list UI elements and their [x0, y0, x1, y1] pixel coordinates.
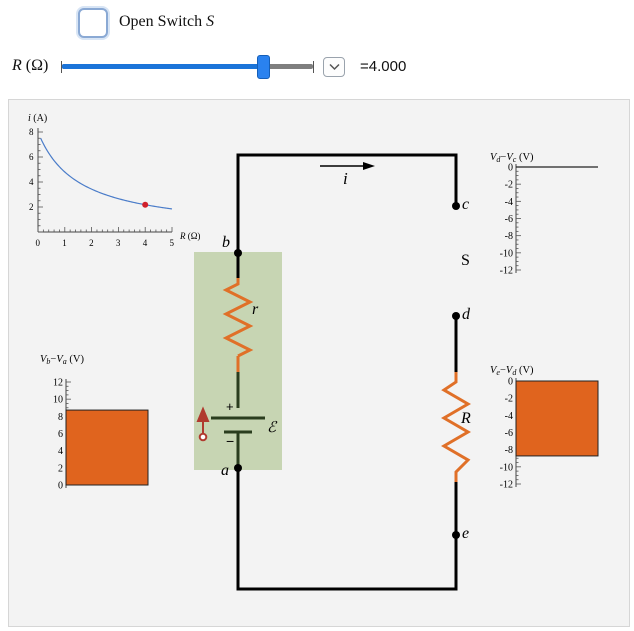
simulation-panel: [8, 99, 630, 627]
meter-tick-label: -2: [505, 394, 513, 405]
meter-ve-vd: Ve−Vd (V)0 -2 -4 -6 -8 -10 -12: [490, 365, 599, 491]
plot-y-tick-label: 4: [29, 177, 34, 187]
plot-x-axis-label: R (Ω): [179, 231, 200, 241]
slider-thumb[interactable]: [256, 55, 270, 79]
control-bar: Open Switch S R (Ω) =4.000: [0, 0, 634, 98]
chevron-down-icon: [329, 63, 340, 71]
emf-arrow-icon: [196, 406, 210, 442]
plot-y-tick-label: 2: [29, 202, 34, 212]
wire-top: [236, 153, 458, 253]
meter-tick-label: -12: [500, 266, 513, 277]
slider-fill: [62, 64, 263, 69]
internal-resistor: [222, 278, 254, 358]
plot-y-tick-label: 8: [29, 127, 34, 137]
meter-tick-label: 4: [58, 446, 63, 457]
node-b: [234, 249, 242, 257]
battery-minus-sign: −: [226, 433, 234, 449]
node-b-label: b: [222, 234, 230, 251]
plot-x-tick-label: 0: [36, 238, 41, 248]
plot-y-axis-label: i (A): [28, 113, 47, 124]
meter-tick-label: 2: [58, 463, 63, 474]
meter-tick-label: -12: [500, 480, 513, 491]
node-e: [452, 531, 460, 539]
emf-label: ℰ: [267, 420, 278, 436]
open-switch-checkbox[interactable]: [78, 8, 108, 38]
meter-tick-label: -2: [505, 180, 513, 191]
meter-title: Ve−Vd (V): [490, 365, 534, 377]
current-label: i: [343, 169, 348, 188]
meter-tick-label: -10: [500, 462, 513, 473]
internal-resistor-label: r: [252, 301, 259, 318]
node-d: [452, 312, 460, 320]
meter-tick-label: 0: [58, 481, 63, 492]
current-curve: [40, 137, 173, 210]
node-a-label: a: [221, 462, 229, 479]
meter-tick-label: -8: [505, 231, 513, 242]
load-resistor: [441, 372, 471, 482]
resistance-value-readout: =4.000: [360, 58, 407, 75]
load-resistor-label: R: [460, 410, 471, 427]
meter-tick-label: 6: [58, 429, 63, 440]
plot-x-tick-label: 1: [62, 238, 67, 248]
node-e-label: e: [462, 525, 469, 542]
meter-tick-label: -4: [505, 411, 513, 422]
current-operating-point: [142, 201, 149, 208]
meter-title: Vd−Vc (V): [490, 152, 534, 164]
slider-max-tick: [313, 61, 314, 73]
meter-vb-va: Vb−Va (V) 12 10 8 6 4 2 0: [40, 354, 149, 492]
meter-tick-label: -8: [505, 445, 513, 456]
meter-bar: [65, 409, 149, 486]
battery-plus-sign: +: [226, 399, 234, 414]
circuit-wires: [236, 153, 458, 591]
slider-options-dropdown[interactable]: [323, 57, 345, 77]
switch-label: S: [461, 252, 470, 269]
plot-y-tick-label: 6: [29, 152, 34, 162]
plot-x-tick-label: 3: [116, 238, 121, 248]
meter-vd-vc: Vd−Vc (V)0 -2 -4 -6 -8 -10 -12: [490, 152, 598, 277]
resistance-slider-label: R (Ω): [12, 57, 49, 74]
plot-x-tick-label: 2: [89, 238, 94, 248]
node-d-label: d: [462, 306, 471, 323]
node-a: [234, 464, 242, 472]
wire-bottom: [236, 468, 458, 591]
plot-axes: 0 1 2 3 4 5 2 4 6 8: [29, 127, 175, 248]
meter-tick-label: 0: [508, 163, 513, 174]
node-c-label: c: [462, 196, 469, 213]
node-c: [452, 202, 460, 210]
resistance-slider[interactable]: [60, 55, 315, 79]
current-arrow-icon: [363, 162, 375, 170]
meter-tick-label: -10: [500, 248, 513, 259]
meter-tick-label: -4: [505, 197, 513, 208]
meter-tick-label: 0: [508, 377, 513, 388]
meter-bar: [515, 380, 599, 457]
meter-tick-label: -6: [505, 428, 513, 439]
open-switch-label: Open Switch S: [119, 13, 215, 30]
current-vs-resistance-plot: i (A) R (Ω) 0 1 2 3 4 5 2 4 6 8: [28, 113, 200, 248]
plot-x-tick-label: 5: [170, 238, 175, 248]
slider-min-tick: [61, 61, 62, 73]
plot-x-tick-label: 4: [143, 238, 148, 248]
meter-tick-label: 12: [53, 378, 63, 389]
meter-tick-label: -6: [505, 214, 513, 225]
meter-title: Vb−Va (V): [40, 354, 84, 366]
meter-tick-label: 8: [58, 412, 63, 423]
meter-tick-label: 10: [53, 395, 63, 406]
